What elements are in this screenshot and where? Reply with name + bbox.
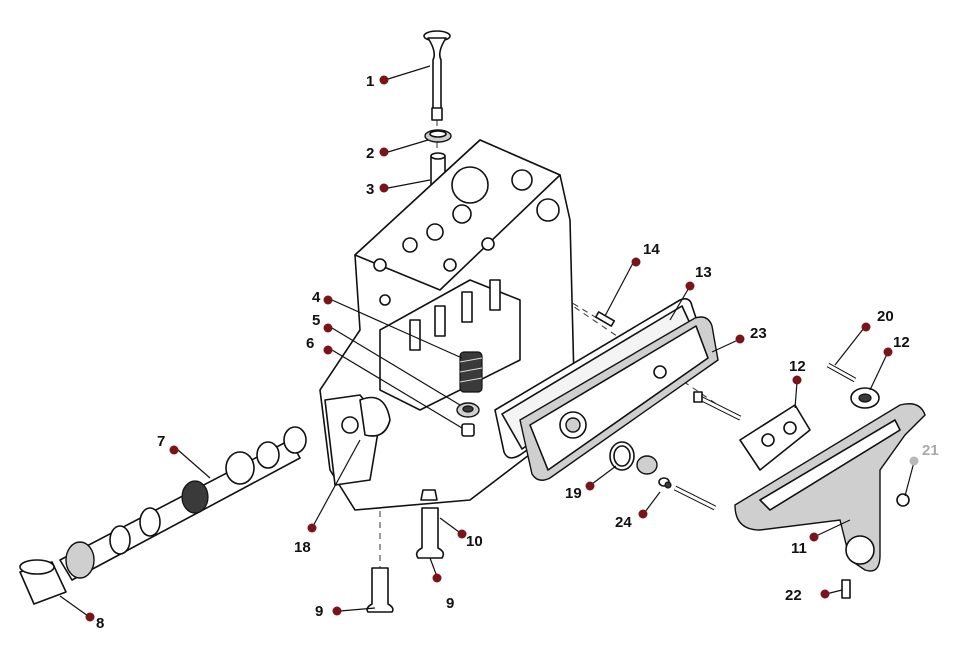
callout-4-label: 4 — [312, 289, 321, 306]
callout-13[interactable]: 13 — [685, 264, 712, 291]
callout-7[interactable]: 7 — [157, 433, 179, 455]
callout-9a[interactable]: 9 — [315, 603, 342, 620]
callout-5-label: 5 — [312, 312, 320, 329]
callout-6[interactable]: 6 — [306, 335, 333, 355]
callout-3-label: 3 — [366, 181, 374, 198]
callout-7-label: 7 — [157, 433, 165, 450]
callout-21[interactable]: 21 — [909, 442, 939, 466]
callout-11[interactable]: 11 — [791, 532, 819, 558]
callout-22[interactable]: 22 — [785, 587, 830, 604]
callout-6-label: 6 — [306, 335, 314, 352]
callout-13-label: 13 — [695, 264, 712, 281]
callout-12b[interactable]: 12 — [883, 334, 910, 357]
callout-20[interactable]: 20 — [861, 308, 894, 332]
callout-9b[interactable]: 9 — [432, 573, 455, 613]
seal-ring-part — [609, 441, 635, 471]
callout-12b-label: 12 — [893, 334, 910, 351]
camshaft-part — [59, 426, 307, 581]
stud-part — [594, 311, 616, 327]
valve-part — [423, 30, 451, 121]
callout-11-label: 11 — [791, 540, 807, 557]
callout-2[interactable]: 2 — [366, 145, 389, 162]
callout-19-label: 19 — [565, 485, 582, 502]
callout-24[interactable]: 24 — [615, 509, 648, 532]
callout-2-label: 2 — [366, 145, 374, 162]
long-bolt-part — [693, 391, 742, 421]
callout-10-label: 10 — [466, 533, 483, 550]
nut-part — [896, 493, 910, 507]
callout-12a-label: 12 — [789, 358, 806, 375]
callout-23[interactable]: 23 — [735, 325, 767, 344]
callout-8[interactable]: 8 — [85, 612, 105, 633]
callout-3[interactable]: 3 — [366, 181, 389, 198]
callout-18[interactable]: 18 — [294, 523, 317, 557]
stud-gasket-right-part — [826, 362, 880, 409]
exhaust-manifold-part — [734, 403, 926, 572]
valve-spring-part — [459, 351, 483, 393]
engine-block — [319, 139, 576, 511]
callout-19[interactable]: 19 — [565, 481, 595, 503]
callout-1[interactable]: 1 — [366, 73, 389, 90]
camshaft-bearing-part — [19, 559, 67, 605]
callout-21-label: 21 — [922, 442, 939, 459]
callout-14[interactable]: 14 — [631, 241, 661, 267]
callout-18-label: 18 — [294, 539, 311, 556]
callout-1-label: 1 — [366, 73, 374, 90]
callout-9a-label: 9 — [315, 603, 323, 620]
valve-seat-insert-part — [424, 129, 452, 143]
valve-lock-part — [461, 423, 475, 437]
callout-12a[interactable]: 12 — [789, 358, 806, 385]
callout-10[interactable]: 10 — [457, 529, 483, 551]
callout-9b-label: 9 — [446, 595, 454, 612]
callout-22-label: 22 — [785, 587, 802, 604]
side-cover-part — [519, 316, 719, 481]
callout-24-label: 24 — [615, 514, 632, 531]
washer-bolt-part — [636, 455, 717, 511]
callout-4[interactable]: 4 — [312, 289, 333, 306]
callout-8-label: 8 — [96, 615, 104, 632]
tappets-part — [366, 489, 445, 613]
callout-5[interactable]: 5 — [312, 312, 333, 333]
callout-20-label: 20 — [877, 308, 894, 325]
short-stud-part — [841, 579, 851, 599]
callout-14-label: 14 — [643, 241, 660, 258]
spring-retainer-part — [456, 402, 480, 418]
callout-23-label: 23 — [750, 325, 767, 342]
manifold-gasket-part — [739, 404, 811, 471]
